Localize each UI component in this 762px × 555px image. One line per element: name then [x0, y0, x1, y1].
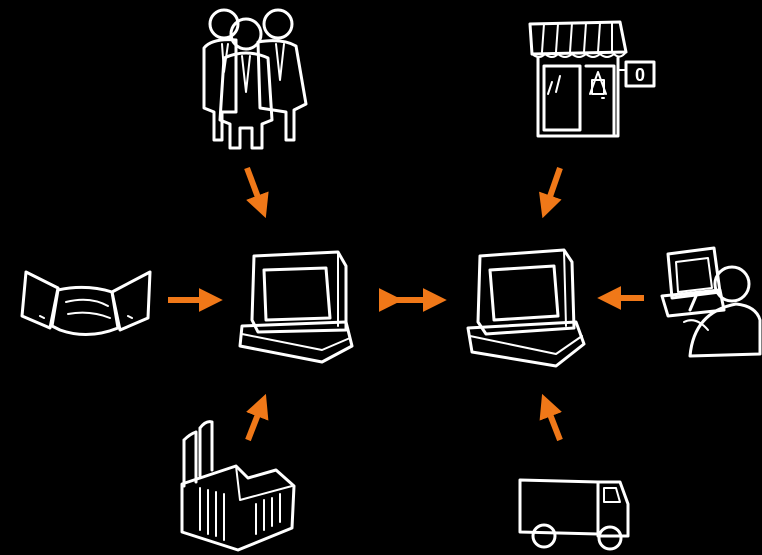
delivery-truck-icon — [518, 478, 630, 551]
arrow-truck-to-right-computer — [539, 393, 563, 442]
arrow-people-to-left-computer — [244, 166, 269, 219]
user-at-computer-icon — [660, 246, 762, 358]
people-group-icon — [202, 8, 308, 150]
computer-icon — [466, 248, 586, 368]
store-sign-text: 0 — [635, 65, 645, 85]
handshake-icon — [20, 270, 152, 336]
factory-icon — [180, 420, 296, 552]
computer-icon — [238, 250, 354, 364]
arrow-factory-to-left-computer — [245, 393, 269, 442]
arrow-store-to-right-computer — [539, 167, 563, 219]
storefront-icon: 0 — [528, 20, 656, 138]
